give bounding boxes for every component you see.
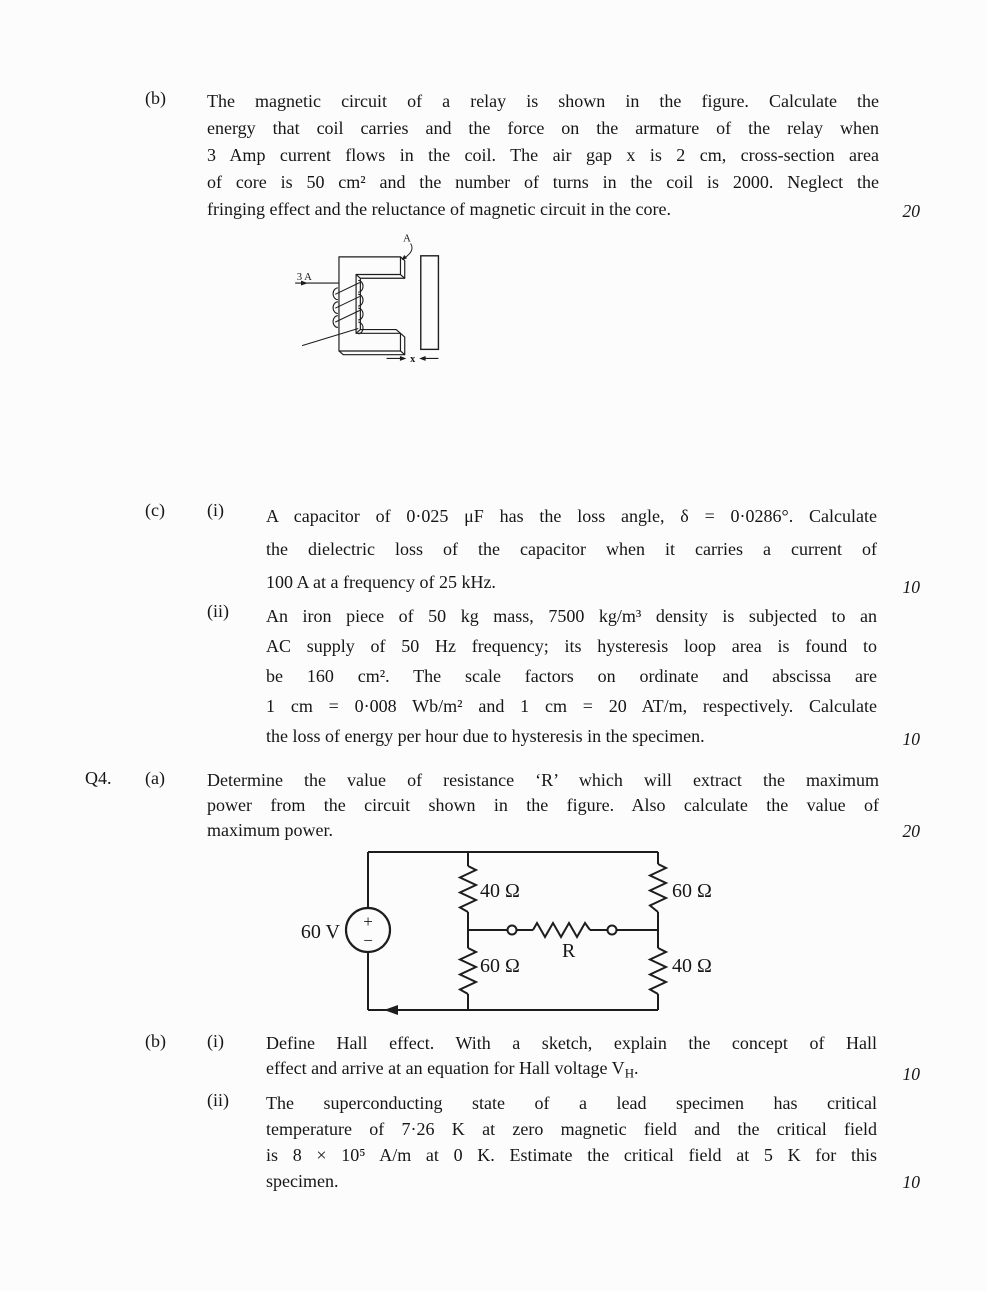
resistor-label-40-bottom-right: 40 Ω: [672, 955, 712, 977]
part-label-b: (b): [145, 1031, 166, 1051]
armature: [420, 255, 440, 351]
question-4a: Q4. (a) Determine the value of resistanc…: [85, 768, 920, 843]
text-line: power from the circuit shown in the figu…: [207, 795, 879, 815]
text-line: is 8 × 10⁵ A/m at 0 K. Estimate the crit…: [266, 1145, 877, 1165]
hall-voltage-text: effect and arrive at an equation for Hal…: [266, 1058, 625, 1078]
question-number: Q4.: [85, 768, 112, 788]
text-line: maximum power.: [207, 820, 333, 840]
marks-badge: 10: [902, 1063, 921, 1084]
text-line: An iron piece of 50 kg mass, 7500 kg/m³ …: [266, 606, 877, 626]
text-line: the dielectric loss of the capacitor whe…: [266, 539, 877, 559]
area-pointer-arrow: [401, 243, 413, 261]
terminal-left: [506, 924, 518, 936]
part-label-b: (b): [145, 88, 166, 108]
question-4b-i: (b) (i) Define Hall effect. With a sketc…: [145, 1031, 920, 1086]
relay-core: [338, 256, 406, 356]
text-line: 1 cm = 0·008 Wb/m² and 1 cm = 20 AT/m, r…: [266, 696, 877, 716]
marks-badge: 10: [902, 1172, 921, 1192]
plus-sign: +: [363, 912, 373, 931]
circuit-wires: [367, 851, 659, 1011]
resistor-R: [532, 920, 591, 940]
text-line: AC supply of 50 Hz frequency; its hyster…: [266, 636, 877, 656]
voltage-source: + −: [344, 906, 392, 954]
subpart-label-i: (i): [207, 1031, 224, 1051]
minus-sign: −: [363, 931, 373, 950]
resistor-60-top-right: [647, 863, 669, 913]
coil-lead-wires: [295, 282, 359, 347]
subpart-label-ii: (ii): [207, 1090, 229, 1110]
resistor-label-60-bottom-left: 60 Ω: [480, 955, 520, 977]
marks-badge: 10: [902, 577, 921, 597]
question-4b-ii: (ii) The superconducting state of a lead…: [207, 1090, 920, 1194]
text-line: The magnetic circuit of a relay is shown…: [207, 91, 879, 111]
text-line: specimen.: [266, 1171, 339, 1191]
text-line: Define Hall effect. With a sketch, expla…: [266, 1033, 877, 1053]
current-direction-arrowhead: [384, 1005, 398, 1015]
text-line: The superconducting state of a lead spec…: [266, 1093, 877, 1113]
text-line: A capacitor of 0·025 μF has the loss ang…: [266, 506, 877, 526]
sentence-period: .: [634, 1058, 639, 1078]
current-label: 3 A: [297, 271, 312, 283]
area-label: A: [403, 232, 411, 244]
text-line: fringing effect and the reluctance of ma…: [207, 199, 671, 219]
resistor-60-bottom-left: [457, 947, 479, 995]
question-3c-i: (c) (i) A capacitor of 0·025 μF has the …: [145, 500, 920, 599]
gap-label: x: [410, 354, 416, 365]
current-arrowhead: [301, 280, 308, 286]
text-line: of core is 50 cm² and the number of turn…: [207, 172, 879, 192]
resistor-40-bottom-right: [647, 947, 669, 995]
air-gap-dimension: x: [386, 354, 439, 365]
text-line: temperature of 7·26 K at zero magnetic f…: [266, 1119, 877, 1139]
text-line: 100 A at a frequency of 25 kHz.: [266, 572, 496, 592]
resistor-label-40-top-left: 40 Ω: [480, 880, 520, 902]
text-line: be 160 cm². The scale factors on ordinat…: [266, 666, 877, 686]
part-label-c: (c): [145, 500, 165, 520]
resistor-40-top-left: [457, 865, 479, 913]
source-label: 60 V: [301, 921, 341, 943]
marks-badge: 20: [902, 201, 921, 221]
resistor-label-60-top-right: 60 Ω: [672, 880, 712, 902]
relay-figure: 3 A A x: [295, 232, 440, 365]
coil: [332, 279, 364, 335]
text-line: the loss of energy per hour due to hyste…: [266, 726, 705, 746]
resistor-label-R: R: [562, 940, 576, 962]
circuit-figure: + − 60 V 40 Ω 60 Ω 60 Ω 40 Ω R: [301, 851, 712, 1015]
subpart-label-ii: (ii): [207, 601, 229, 621]
question-3c-ii: (ii) An iron piece of 50 kg mass, 7500 k…: [207, 601, 920, 751]
question-3b: (b) The magnetic circuit of a relay is s…: [145, 88, 920, 223]
text-line: energy that coil carries and the force o…: [207, 118, 879, 138]
marks-badge: 20: [902, 821, 921, 841]
marks-badge: 10: [902, 729, 921, 749]
terminal-right: [606, 924, 618, 936]
part-label-a: (a): [145, 768, 165, 788]
text-line: Determine the value of resistance ‘R’ wh…: [207, 770, 879, 790]
text-line: effect and arrive at an equation for Hal…: [266, 1056, 877, 1086]
hall-voltage-subscript: H: [624, 1065, 635, 1081]
subpart-label-i: (i): [207, 500, 224, 520]
text-line: 3 Amp current flows in the coil. The air…: [207, 145, 879, 165]
